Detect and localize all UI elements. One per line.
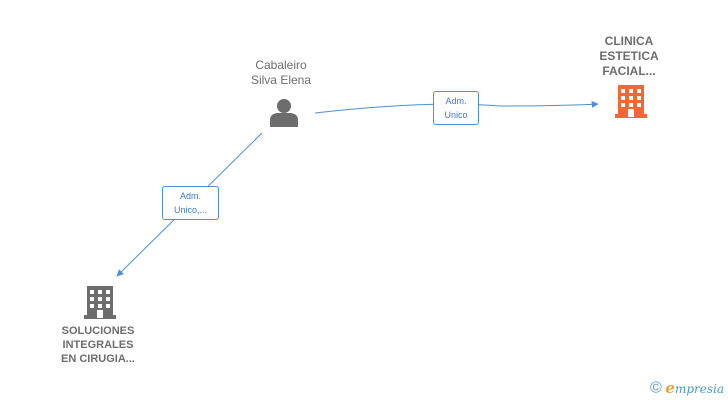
soluciones-label-line-1: SOLUCIONES — [61, 325, 135, 337]
brand-name-rest: mpresia — [674, 382, 725, 397]
soluciones-label-line-2: INTEGRALES — [62, 339, 134, 351]
footer-branding[interactable]: © empresia — [650, 378, 726, 398]
brand-logo: empresia — [665, 379, 725, 398]
edge-label-soluciones[interactable]: Adm. Unico,... — [162, 186, 219, 220]
soluciones-label[interactable]: SOLUCIONES INTEGRALES EN CIRUGIA... — [38, 324, 158, 366]
clinica-label-line-3: FACIAL... — [602, 64, 656, 78]
edge-label-clinica-line-1: Adm. — [445, 96, 467, 106]
clinica-label-line-1: CLINICA — [604, 34, 654, 48]
building-icon-soluciones[interactable] — [84, 286, 116, 319]
copyright-icon: © — [650, 379, 662, 397]
brand-initial: e — [665, 379, 675, 398]
edge-label-soluciones-line-2: Unico,... — [173, 205, 207, 215]
person-label-line-2: Silva Elena — [250, 73, 312, 87]
edge-label-soluciones-line-1: Adm. — [179, 191, 201, 201]
clinica-label-line-2: ESTETICA — [599, 49, 659, 63]
edge-label-clinica[interactable]: Adm. Unico — [433, 91, 479, 125]
edge-person-to-clinica — [314, 100, 599, 114]
person-icon[interactable] — [270, 99, 298, 127]
clinica-label[interactable]: CLINICA ESTETICA FACIAL... — [570, 34, 688, 79]
person-label-line-1: Cabaleiro — [255, 58, 307, 72]
soluciones-label-line-3: EN CIRUGIA... — [61, 353, 135, 365]
person-label[interactable]: Cabaleiro Silva Elena — [224, 58, 338, 88]
edge-label-clinica-line-2: Unico — [444, 110, 468, 120]
building-icon-clinica[interactable] — [615, 85, 647, 118]
